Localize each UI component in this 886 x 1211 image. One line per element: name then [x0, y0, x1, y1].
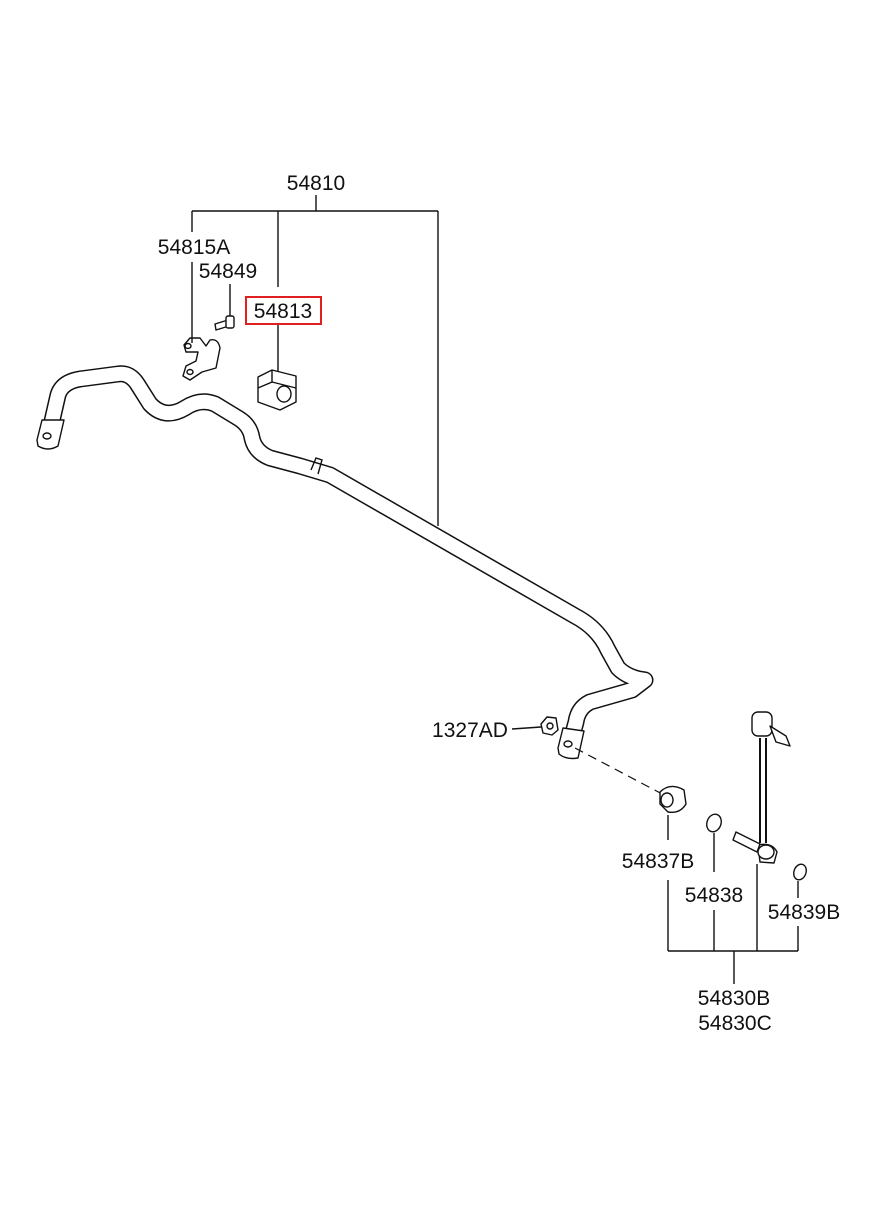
link-bushing-part [659, 785, 687, 814]
label-bracket: 54815A [158, 236, 230, 259]
leader-lines [191, 195, 799, 984]
label-link-assembly-c: 54830C [698, 1012, 772, 1035]
link-cap-part [793, 863, 807, 881]
stabilizer-link-part [732, 711, 791, 864]
label-link-washer: 54838 [685, 884, 743, 907]
bolt-part [214, 315, 235, 331]
label-stabilizer-assembly: 54810 [287, 172, 345, 195]
label-link-cap: 54839B [768, 901, 840, 924]
bracket-part [182, 337, 221, 381]
label-bushing[interactable]: 54813 [254, 300, 312, 323]
bushing-part [257, 369, 297, 411]
label-link-bushing: 54837B [622, 850, 694, 873]
link-washer-part [706, 813, 722, 833]
stabilizer-bar [36, 365, 654, 760]
label-bolt: 54849 [199, 260, 257, 283]
mounting-dash-line [574, 747, 665, 796]
nut-part [540, 716, 559, 736]
label-link-assembly-b: 54830B [698, 987, 770, 1010]
label-nut: 1327AD [432, 719, 508, 742]
highlight-box [245, 296, 322, 325]
